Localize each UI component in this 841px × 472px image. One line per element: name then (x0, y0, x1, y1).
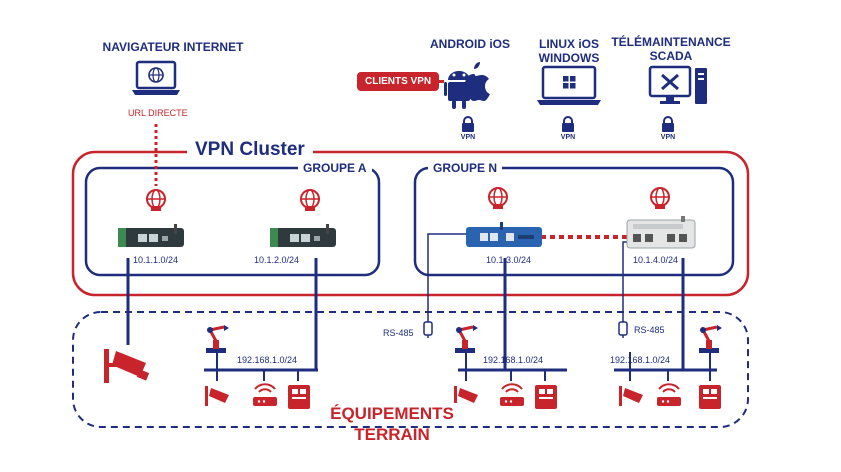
wireless-router-icon (500, 383, 524, 406)
group-n-title: GROUPE N (428, 161, 503, 175)
field-equipment-frame (72, 311, 749, 428)
field-network-3-ip: 192.168.1.0/24 (610, 355, 671, 365)
camera-small-icon (454, 386, 478, 406)
control-cabinet-icon (699, 385, 721, 409)
group-n-frame (413, 166, 735, 277)
wireless-router-icon (253, 383, 277, 406)
android-apple-icon (444, 62, 490, 109)
direct-url-label: URL DIRECTE (128, 108, 188, 118)
linux-title-line2: WINDOWS (538, 51, 600, 65)
serial-line-1 (427, 233, 467, 322)
field-title-line2: TERRAIN (354, 425, 430, 444)
field-title-line1: ÉQUIPEMENTS (316, 403, 468, 424)
router-device-3 (466, 222, 542, 247)
field-network-1-ip: 192.168.1.0/24 (237, 355, 298, 365)
group-a-title: GROUPE A (298, 161, 372, 175)
linux-vpn-label: VPN (560, 134, 576, 141)
serial-line-2 (622, 241, 640, 322)
robot-arm-icon (206, 325, 229, 353)
lock-icon (662, 116, 674, 132)
clients-vpn-connector (436, 80, 444, 83)
router-3-ip: 10.1.3.0/24 (486, 255, 532, 265)
camera-small-icon (205, 386, 229, 406)
laptop-windows-icon (537, 65, 601, 105)
lock-icon (462, 116, 474, 132)
globe-network-icon (146, 189, 166, 211)
wireless-router-icon (657, 383, 681, 406)
vpn-cluster-title: VPN Cluster (187, 139, 313, 161)
browser-title: NAVIGATEUR INTERNET (102, 40, 244, 54)
laptop-globe-icon (132, 60, 180, 95)
globe-network-icon (488, 187, 508, 209)
camera-small-icon (619, 386, 643, 406)
workstation-tools-icon (648, 65, 707, 104)
scada-title-line2: SCADA (649, 49, 693, 63)
rs485-label-1: RS-485 (383, 328, 414, 338)
rs485-label-2: RS-485 (634, 325, 665, 335)
router-device-4 (626, 216, 696, 249)
field-network-2-ip: 192.168.1.0/24 (483, 355, 544, 365)
serial-connector-icon (618, 321, 628, 338)
globe-network-icon (650, 187, 670, 209)
control-cabinet-icon (535, 385, 557, 409)
android-ios-title: ANDROID iOS (429, 37, 510, 51)
router-4-ip: 10.1.4.0/24 (633, 255, 679, 265)
android-vpn-label: VPN (460, 134, 476, 141)
robot-arm-icon (699, 325, 722, 353)
robot-arm-icon (455, 325, 478, 353)
router-1-ip: 10.1.1.0/24 (133, 255, 179, 265)
scada-title-line1: TÉLÉMAINTENANCE (611, 35, 731, 49)
security-camera-icon (104, 349, 150, 383)
group-a-frame (84, 166, 381, 277)
clients-vpn-badge: CLIENTS VPN (357, 72, 440, 91)
router-device-2 (270, 224, 336, 247)
linux-title-line1: LINUX iOS (538, 37, 599, 51)
control-cabinet-icon (288, 385, 310, 409)
router-2-ip: 10.1.2.0/24 (254, 255, 300, 265)
serial-connector-icon (423, 321, 433, 338)
vpn-cluster-frame (71, 150, 750, 297)
lock-icon (562, 116, 574, 132)
router-device-1 (118, 224, 184, 247)
globe-network-icon (300, 189, 320, 211)
scada-vpn-label: VPN (660, 134, 676, 141)
